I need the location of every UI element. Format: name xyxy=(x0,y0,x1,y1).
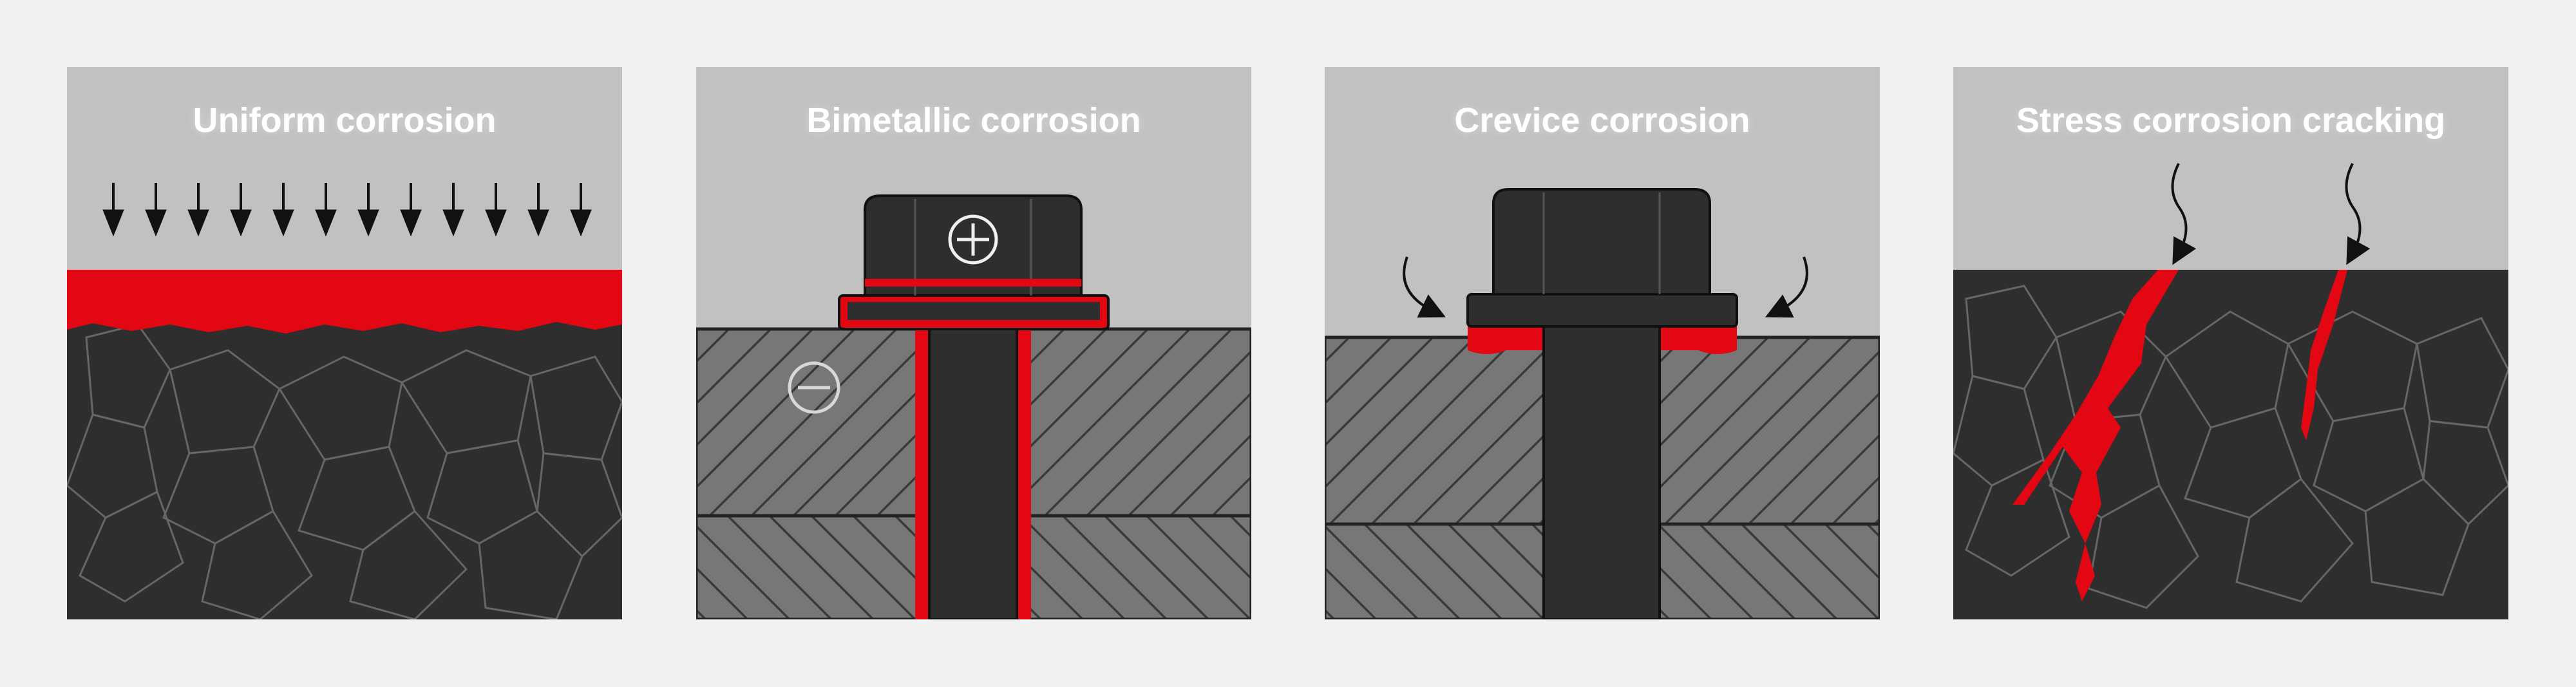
panel-title: Uniform corrosion xyxy=(193,101,497,140)
arrow-head xyxy=(527,209,549,237)
panel-stress-corrosion-cracking: Stress corrosion cracking xyxy=(1953,67,2508,619)
panel-title: Crevice corrosion xyxy=(1454,101,1750,140)
plus-circle-icon xyxy=(948,214,998,265)
stress-crack-large xyxy=(2012,270,2179,601)
panel-crevice-corrosion: Crevice corrosion xyxy=(1325,67,1880,619)
arrow-head xyxy=(272,209,294,237)
corrosion-layer xyxy=(67,270,622,334)
arrow-head xyxy=(230,209,252,237)
arrow-head xyxy=(570,209,592,237)
panel-uniform-corrosion: Uniform corrosion xyxy=(67,67,622,619)
uniform-corrosion-illustration xyxy=(67,183,622,619)
arrow-head xyxy=(400,209,422,237)
metal-base xyxy=(1953,270,2508,619)
arrow-head xyxy=(315,209,337,237)
arrow-head xyxy=(145,209,167,237)
arrow-head xyxy=(485,209,507,237)
panel-title: Stress corrosion cracking xyxy=(2016,101,2446,140)
arrow-head xyxy=(442,209,464,237)
stress-crack-small xyxy=(2301,270,2347,440)
downward-arrows-icon xyxy=(102,183,592,237)
panel-bimetallic-corrosion: Bimetallic corrosion xyxy=(696,67,1251,619)
arrow-head xyxy=(102,209,124,237)
panel-title: Bimetallic corrosion xyxy=(806,101,1141,140)
stress-corrosion-illustration xyxy=(1953,163,2508,619)
minus-circle-icon xyxy=(788,361,840,414)
bimetallic-corrosion-illustration xyxy=(696,194,1251,619)
wavy-arrow-icon xyxy=(2171,163,2371,265)
metal-grains xyxy=(1953,285,2508,609)
arrow-head xyxy=(187,209,209,237)
curved-arrow-icon xyxy=(1403,256,1808,318)
arrow-head xyxy=(357,209,379,237)
metal-grains xyxy=(67,323,622,619)
bolt-icon xyxy=(1466,188,1738,619)
crevice-corrosion-illustration xyxy=(1325,188,1880,619)
